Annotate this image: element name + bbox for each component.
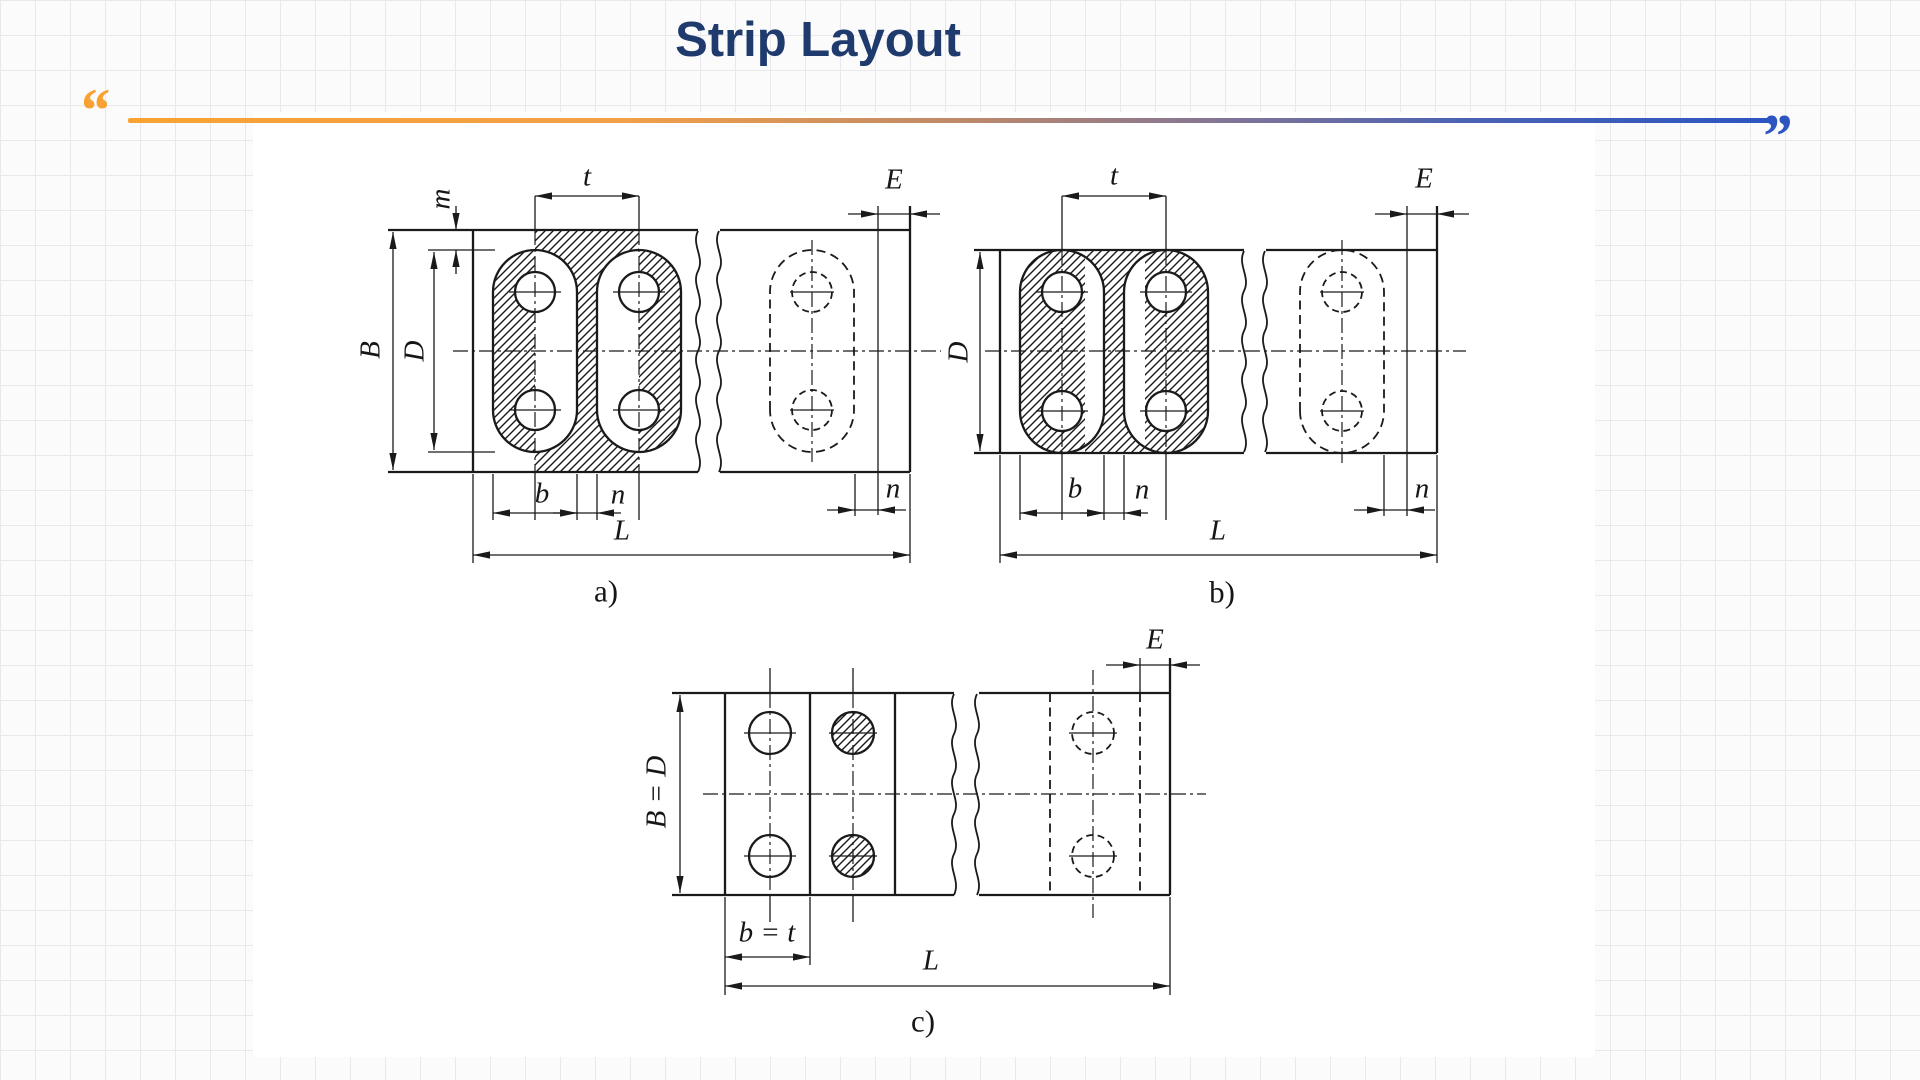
dim-label-c-E: E (1146, 623, 1164, 656)
dim-label-a-b: b (534, 477, 550, 510)
dim-label-b-n-end: n (1414, 472, 1430, 505)
dim-label-a-E: E (885, 163, 903, 196)
dim-label-c-B-eq-D: B = D (640, 755, 673, 829)
dim-label-b-L: L (1209, 514, 1227, 547)
dim-label-c-L: L (922, 944, 940, 977)
dim-label-a-n: n (610, 478, 626, 511)
content-panel (253, 112, 1595, 1057)
close-quote-icon: ” (1760, 103, 1791, 171)
diagram-b-linework (974, 192, 1469, 563)
dim-label-b-t: t (1109, 159, 1119, 192)
page-title: Strip Layout (675, 13, 961, 67)
open-quote-icon: “ (78, 77, 109, 145)
dim-label-b-b: b (1067, 472, 1083, 505)
diagram-c-linework (672, 658, 1206, 995)
title-divider-line (128, 118, 1770, 123)
caption-a: a) (593, 573, 619, 609)
dim-label-a-n-end: n (885, 472, 901, 505)
dim-label-a-m: m (424, 188, 457, 210)
diagram-a-linework (388, 192, 941, 563)
caption-c: c) (910, 1003, 936, 1039)
dim-label-b-D: D (942, 341, 975, 363)
dim-label-b-n: n (1134, 473, 1150, 506)
dim-label-a-t: t (582, 160, 592, 193)
dim-label-a-L: L (613, 514, 631, 547)
dim-label-a-B: B (354, 341, 387, 359)
dim-label-c-b-eq-t: b = t (738, 916, 796, 949)
caption-b: b) (1209, 574, 1235, 610)
dim-label-b-E: E (1415, 162, 1433, 195)
dim-label-a-D: D (398, 340, 431, 362)
